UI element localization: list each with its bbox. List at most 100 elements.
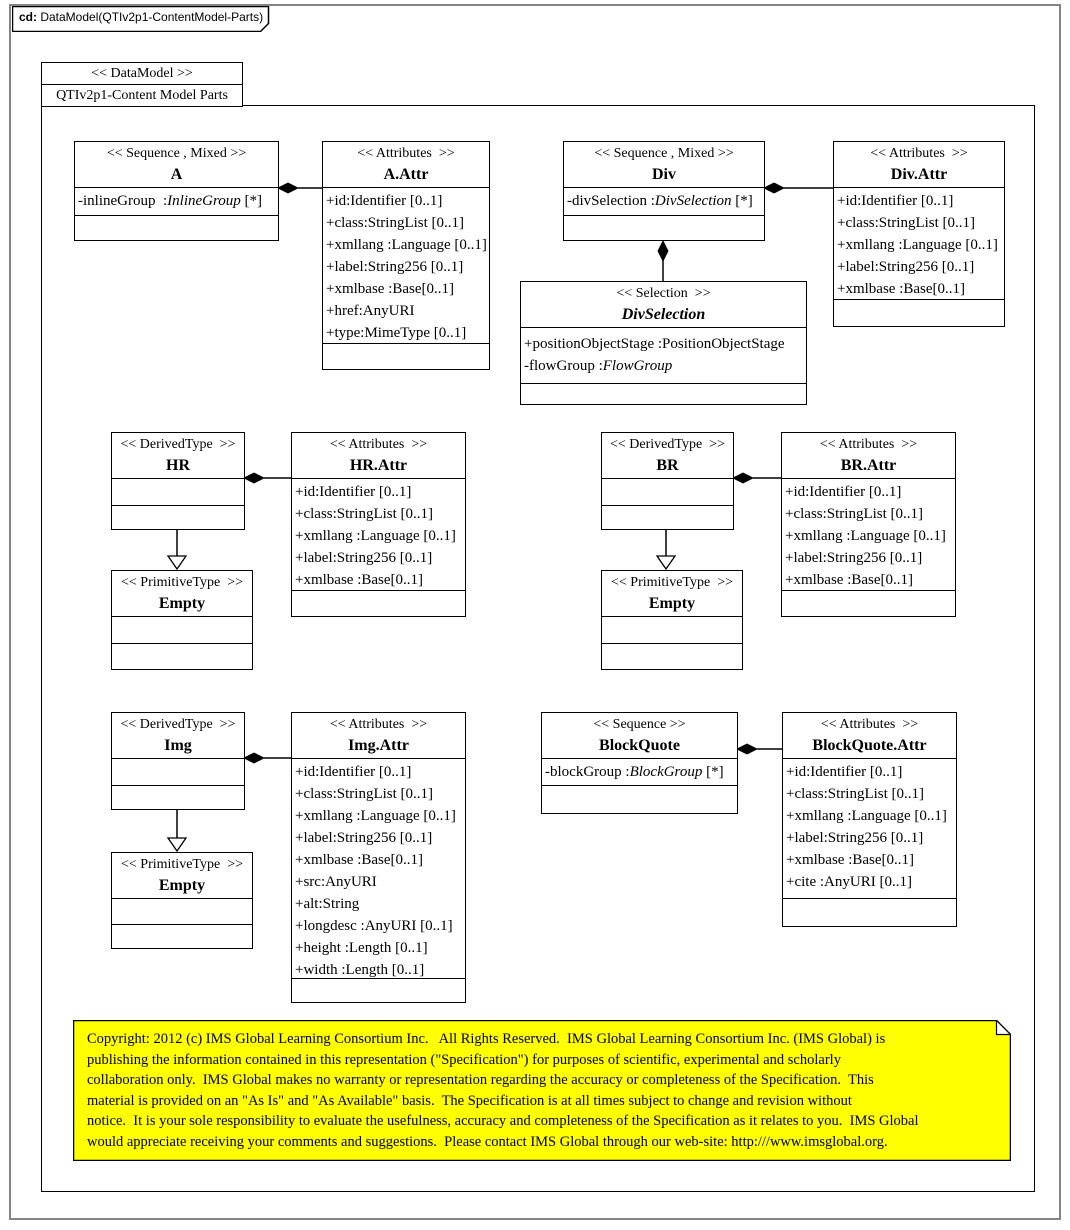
attribute: +id:Identifier [0..1] [295,761,463,783]
class-attributes: -blockGroup :BlockGroup [*] [542,759,737,786]
class-empty-compartment [521,384,806,404]
attribute: +class:StringList [0..1] [295,783,463,805]
class-stereotype: << DerivedType >> [120,437,236,452]
attribute-segment: +src:AnyURI [295,874,377,890]
attribute: +class:StringList [0..1] [837,212,1002,234]
class-name: DivSelection [621,306,706,323]
diagram-tab: cd: DataModel(QTIv2p1-ContentModel-Parts… [11,5,270,33]
class-div-attr: << Attributes >> Div.Attr +id:Identifier… [833,141,1005,327]
class-stereotype: << PrimitiveType >> [121,575,243,590]
copyright-note-text: Copyright: 2012 (c) IMS Global Learning … [87,1029,997,1152]
class-stereotype: << PrimitiveType >> [121,857,243,872]
class-title: << Attributes >> HR.Attr [292,433,465,479]
attribute-segment: +xmllang :Language [0..1] [295,528,456,544]
attribute: +longdesc :AnyURI [0..1] [295,915,463,937]
diagram-tab-shape [11,5,270,33]
class-empty-compartment [292,591,465,616]
class-stereotype: << Attributes >> [870,146,968,161]
attribute-segment: +xmllang :Language [0..1] [785,528,946,544]
attribute-segment: +id:Identifier [0..1] [295,764,412,780]
diagram-frame [41,105,1035,1192]
class-empty-compartment [112,785,244,809]
class-attributes: +id:Identifier [0..1]+class:StringList [… [783,759,956,899]
class-empty-compartment [602,617,742,643]
attribute-segment: +xmlbase :Base[0..1] [837,281,966,297]
class-empty-compartment [602,643,742,669]
attribute: +alt:String [295,893,463,915]
attribute: +label:String256 [0..1] [786,827,954,849]
attribute: +id:Identifier [0..1] [295,481,463,503]
class-a-attr: << Attributes >> A.Attr +id:Identifier [… [322,141,490,370]
class-empty-under-br: << PrimitiveType >> Empty [601,570,743,670]
class-stereotype: << Sequence , Mixed >> [594,146,734,161]
diagram-outer-border [9,4,1061,1220]
attribute: +xmllang :Language [0..1] [786,805,954,827]
class-br: << DerivedType >> BR [601,432,734,530]
attribute-segment: +id:Identifier [0..1] [326,193,443,209]
attribute: +id:Identifier [0..1] [837,190,1002,212]
class-title: << DerivedType >> HR [112,433,244,479]
class-stereotype: << DerivedType >> [610,437,725,452]
class-empty-compartment [112,759,244,785]
class-attributes: +id:Identifier [0..1]+class:StringList [… [323,188,489,344]
attribute-segment: +href:AnyURI [326,303,415,319]
note-line: Copyright: 2012 (c) IMS Global Learning … [87,1031,886,1047]
attribute: +xmllang :Language [0..1] [837,234,1002,256]
attribute: +xmllang :Language [0..1] [326,234,487,256]
attribute-segment: +label:String256 [0..1] [326,259,464,275]
attribute-segment: +type:MimeType [0..1] [326,325,467,341]
attribute: +positionObjectStage :PositionObjectStag… [524,333,804,355]
attribute-segment: +xmllang :Language [0..1] [295,808,456,824]
class-name: HR.Attr [349,457,408,474]
attribute-segment: +class:StringList [0..1] [295,786,434,802]
class-empty-compartment [602,479,733,505]
attribute: +height :Length [0..1] [295,937,463,959]
class-empty-compartment [292,979,465,1002]
class-stereotype: << Sequence >> [593,717,686,732]
attribute: +src:AnyURI [295,871,463,893]
class-hr: << DerivedType >> HR [111,432,245,530]
class-title: << Attributes >> BR.Attr [782,433,955,479]
attribute-segment: [*] [731,193,753,209]
attribute-segment: +class:StringList [0..1] [786,786,925,802]
attribute-segment: +xmlbase :Base[0..1] [295,852,424,868]
class-title: << PrimitiveType >> Empty [602,571,742,617]
class-attributes: +id:Identifier [0..1]+class:StringList [… [834,188,1004,300]
attribute-segment: -blockGroup : [545,764,630,780]
attribute: +type:MimeType [0..1] [326,322,487,343]
class-name: Empty [158,877,206,894]
attribute: +xmlbase :Base[0..1] [295,849,463,871]
copyright-note-shape [72,1019,1012,1162]
class-title: << Attributes >> BlockQuote.Attr [783,713,956,759]
class-title: << Sequence , Mixed >> A [75,142,278,188]
diagram-tab-label: cd: DataModel(QTIv2p1-ContentModel-Parts… [19,10,263,24]
attribute-segment: -flowGroup : [524,358,603,374]
attribute: +xmlbase :Base[0..1] [837,278,1002,299]
class-attributes: +id:Identifier [0..1]+class:StringList [… [782,479,955,591]
attribute-segment: InlineGroup [167,193,241,209]
attribute-segment: +xmlbase :Base[0..1] [785,572,914,588]
note-line: material is provided on an "As Is" and "… [87,1092,852,1109]
attribute-segment: +xmllang :Language [0..1] [326,237,487,253]
class-stereotype: << Attributes >> [819,437,918,452]
class-empty-compartment [75,216,278,240]
diagram-tab-title: DataModel(QTIv2p1-ContentModel-Parts) [37,10,264,24]
attribute: +label:String256 [0..1] [295,827,463,849]
class-empty-compartment [834,300,1004,326]
class-attributes: +id:Identifier [0..1] +class:StringList [… [292,759,465,979]
class-title: << DerivedType >> BR [602,433,733,479]
class-a: << Sequence , Mixed >> A -inlineGroup :I… [74,141,279,241]
attribute-segment: +label:String256 [0..1] [786,830,924,846]
note-line: collaboration only. IMS Global makes no … [87,1072,874,1088]
class-title: << Sequence , Mixed >> Div [564,142,764,188]
attribute-segment: +xmllang :Language [0..1] [837,237,998,253]
class-stereotype: << Selection >> [616,286,711,301]
attribute: +xmlbase :Base[0..1] [295,569,463,590]
attribute: +id:Identifier [0..1] [326,190,487,212]
attribute-segment: [*] [240,193,263,209]
class-attributes: +id:Identifier [0..1] +class:StringList [… [292,479,465,591]
class-empty-compartment [782,591,955,616]
attribute-segment: +class:StringList [0..1] [295,506,434,522]
class-name: A [170,166,183,183]
attribute: +href:AnyURI [326,300,487,322]
